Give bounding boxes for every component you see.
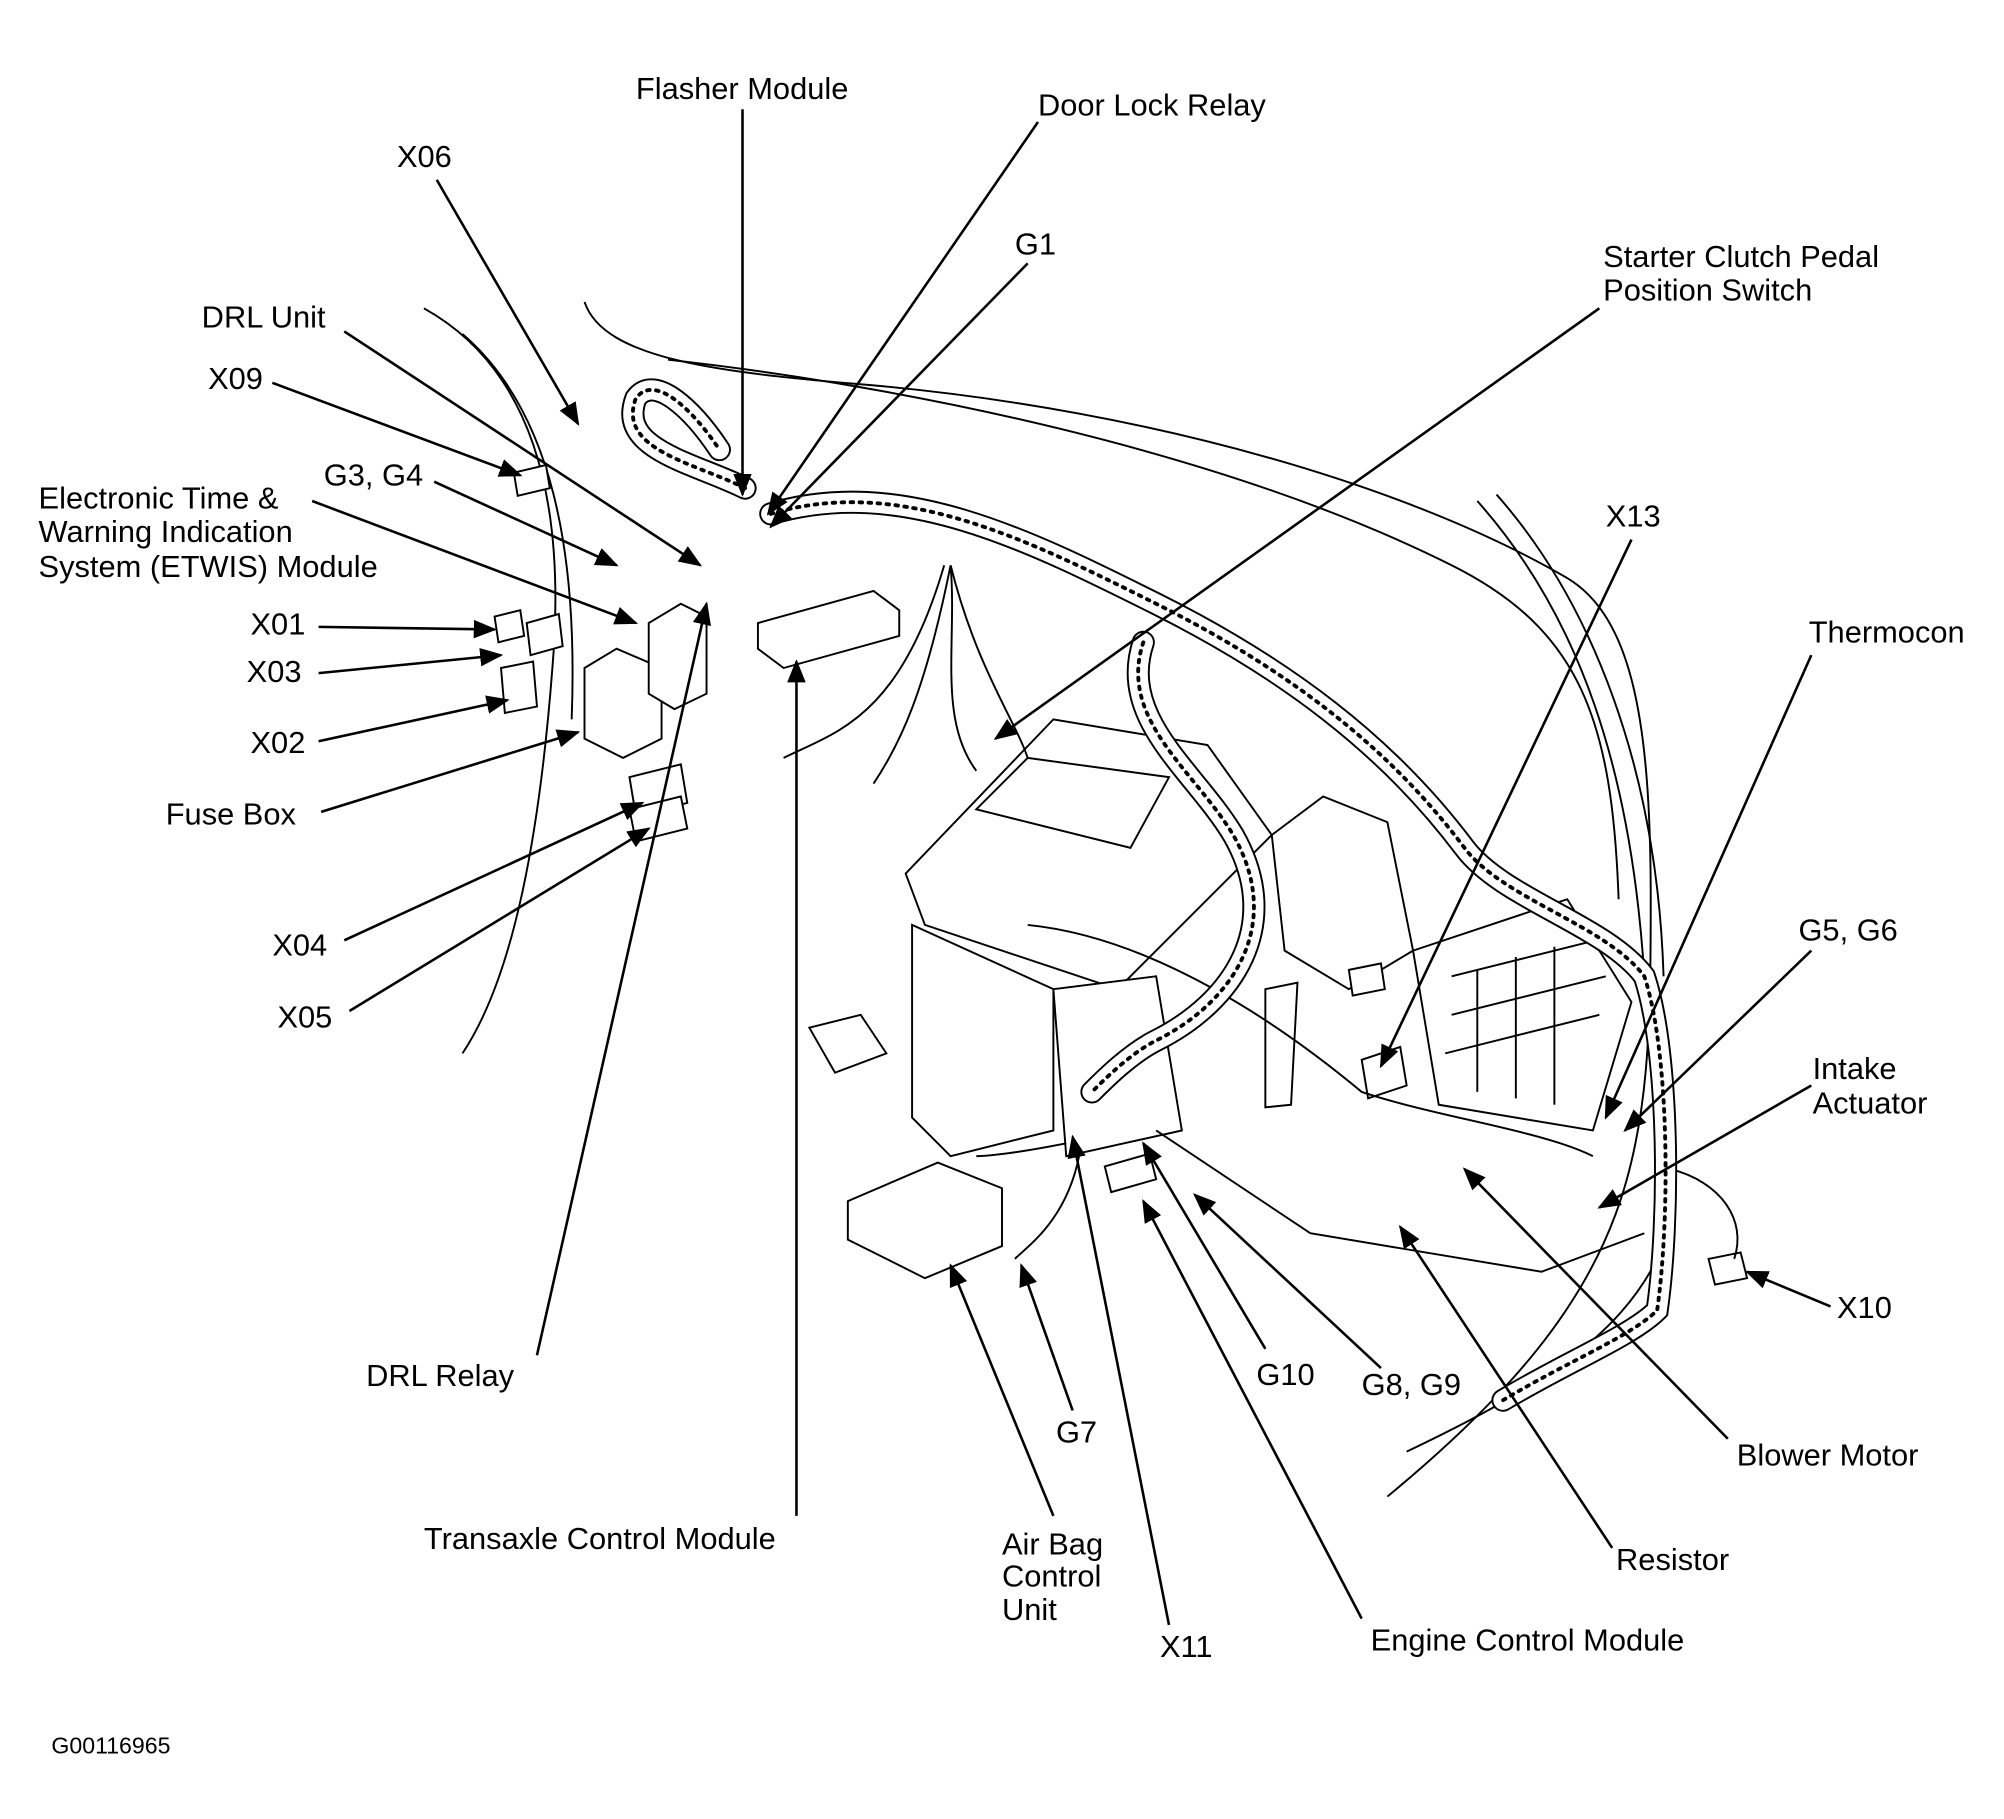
label-engine-control-module: Engine Control Module — [1371, 1623, 1685, 1658]
vehicle-drawing — [423, 301, 1749, 1498]
label-x04: X04 — [272, 928, 327, 963]
label-g3-g4: G3, G4 — [324, 458, 423, 493]
label-g7: G7 — [1056, 1415, 1097, 1450]
label-drl-unit: DRL Unit — [202, 300, 326, 335]
label-air-bag-line3: Unit — [1002, 1592, 1057, 1627]
label-drl-relay: DRL Relay — [366, 1358, 514, 1393]
label-door-lock-relay: Door Lock Relay — [1038, 88, 1266, 123]
air-bag-control-unit-shape — [846, 1161, 1003, 1280]
label-x03: X03 — [247, 654, 302, 689]
transaxle-control-module-shape — [756, 589, 901, 670]
label-transaxle-control-module: Transaxle Control Module — [424, 1521, 776, 1556]
label-blower-motor: Blower Motor — [1737, 1438, 1919, 1473]
label-starter-clutch-line2: Position Switch — [1603, 273, 1812, 308]
label-air-bag-line2: Control — [1002, 1558, 1101, 1593]
leader-lines — [271, 109, 1832, 1626]
label-x13: X13 — [1606, 499, 1661, 534]
label-resistor: Resistor — [1616, 1542, 1729, 1577]
etwis-module-shape — [647, 602, 708, 711]
label-g5-g6: G5, G6 — [1798, 912, 1897, 947]
label-g1: G1 — [1015, 226, 1056, 261]
label-fuse-box: Fuse Box — [166, 797, 297, 832]
label-etwis-line2: Warning Indication — [39, 514, 293, 549]
label-x02: X02 — [251, 725, 306, 760]
label-thermocon: Thermocon — [1809, 614, 1965, 649]
label-starter-clutch-line1: Starter Clutch Pedal — [1603, 239, 1879, 274]
label-intake-actuator-line1: Intake — [1813, 1051, 1897, 1086]
label-x10: X10 — [1837, 1290, 1892, 1325]
callout-labels: Flasher Module Door Lock Relay X06 G1 DR… — [39, 71, 1965, 1759]
label-x09: X09 — [208, 361, 263, 396]
label-etwis-line3: System (ETWIS) Module — [39, 549, 378, 584]
label-x11: X11 — [1160, 1629, 1213, 1664]
figure-code: G00116965 — [51, 1732, 170, 1758]
label-g8-g9: G8, G9 — [1362, 1367, 1461, 1402]
label-x05: X05 — [277, 1000, 332, 1035]
label-etwis-line1: Electronic Time & — [39, 481, 279, 516]
label-air-bag-line1: Air Bag — [1002, 1526, 1103, 1561]
wiring-harness — [621, 378, 1678, 1412]
label-x01: X01 — [251, 607, 306, 642]
fuse-box-shape — [583, 647, 663, 759]
label-intake-actuator-line2: Actuator — [1813, 1086, 1928, 1121]
label-flasher-module: Flasher Module — [636, 71, 848, 106]
label-g10: G10 — [1256, 1357, 1314, 1392]
label-x06: X06 — [397, 139, 452, 174]
